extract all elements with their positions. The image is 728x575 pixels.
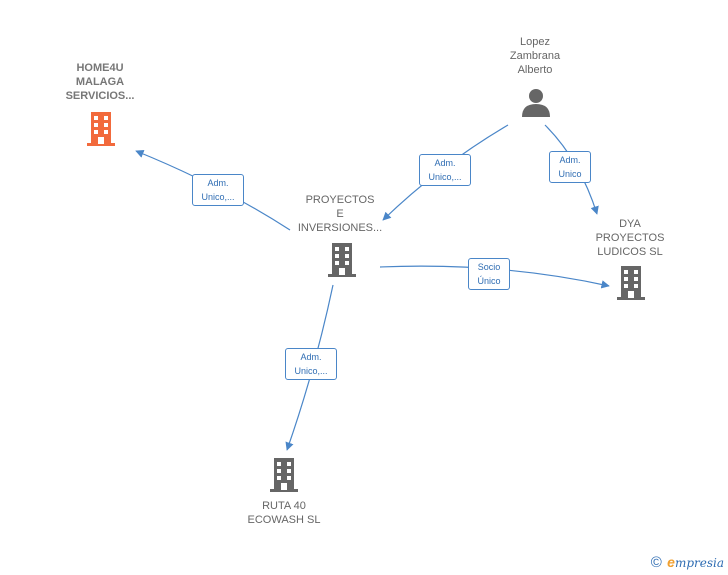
building-icon[interactable]	[614, 265, 648, 301]
edge-label-proyectos-home4u[interactable]: Adm. Unico,...	[192, 174, 244, 206]
node-label-proyectos[interactable]: PROYECTOS E INVERSIONES...	[297, 194, 383, 234]
node-label-lopez[interactable]: Lopez Zambrana Alberto	[509, 36, 561, 76]
edge-label-proyectos-dya[interactable]: Socio Único	[468, 258, 510, 290]
node-label-dya[interactable]: DYA PROYECTOS LUDICOS SL	[595, 218, 665, 258]
node-label-home4u[interactable]: HOME4U MALAGA SERVICIOS...	[65, 62, 135, 102]
building-icon[interactable]	[267, 457, 301, 493]
copyright-icon: ©	[650, 554, 662, 571]
edge-label-proyectos-ruta40[interactable]: Adm. Unico,...	[285, 348, 337, 380]
building-icon[interactable]	[84, 111, 118, 147]
edge-label-lopez-proyectos[interactable]: Adm. Unico,...	[419, 154, 471, 186]
person-icon[interactable]	[520, 88, 552, 118]
brand-name: mpresia	[674, 556, 724, 570]
building-icon[interactable]	[325, 242, 359, 278]
brand-initial: e	[667, 554, 675, 570]
node-label-ruta40[interactable]: RUTA 40 ECOWASH SL	[247, 500, 321, 526]
edge-label-lopez-dya[interactable]: Adm. Unico	[549, 151, 591, 183]
footer-brand: © empresia	[651, 554, 724, 571]
